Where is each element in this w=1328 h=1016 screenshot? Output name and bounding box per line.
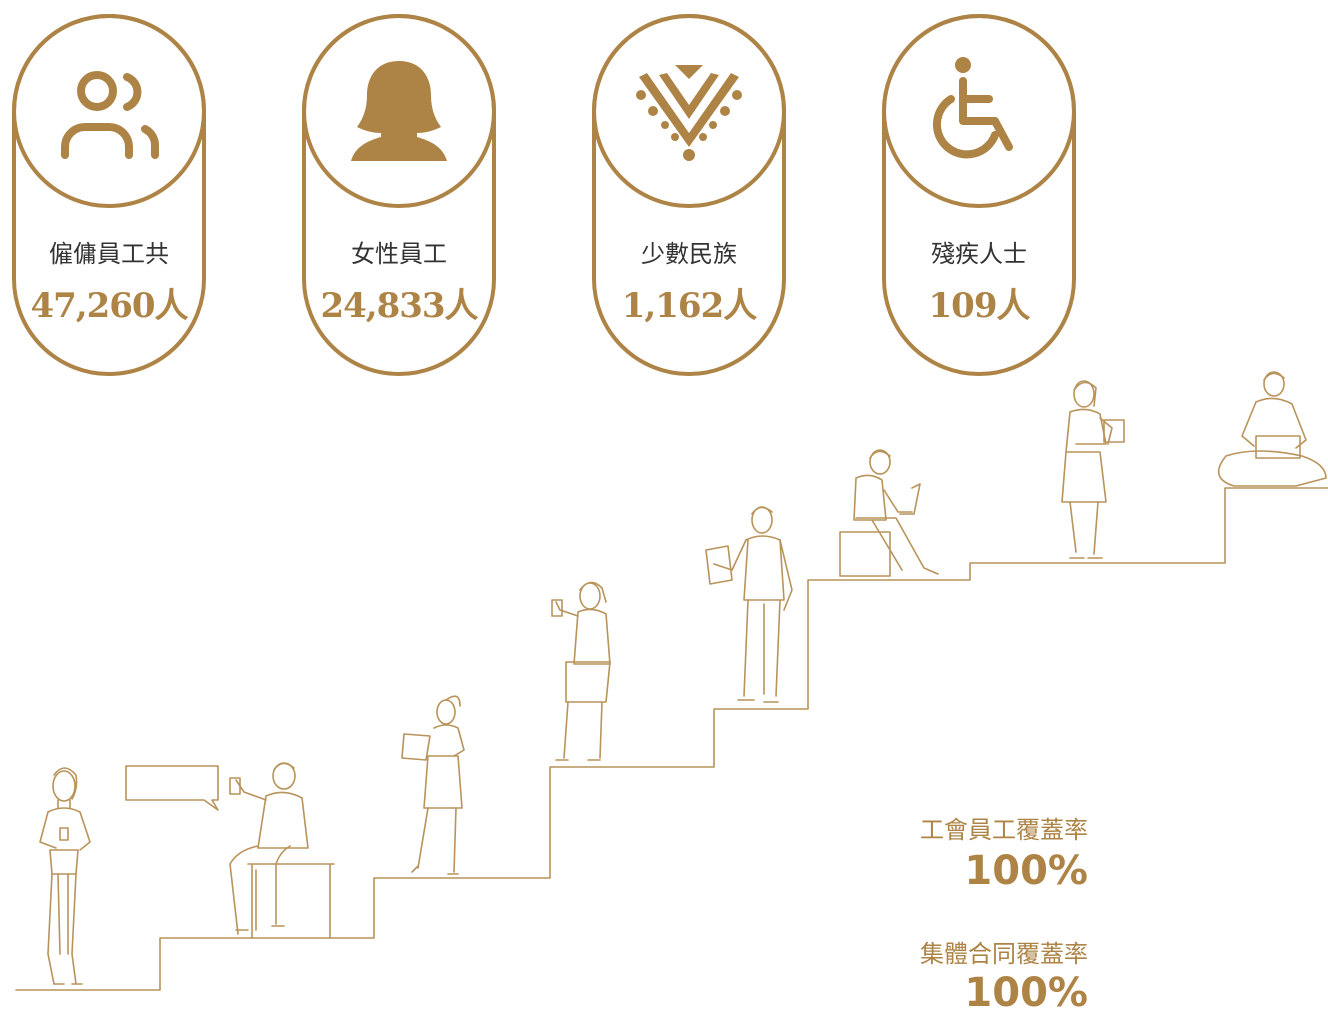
- stat-card-employees: 僱傭員工共 47,260人: [12, 14, 206, 376]
- stat-icon-circle: [882, 14, 1076, 208]
- stat-icon-circle: [302, 14, 496, 208]
- wheelchair-icon: [932, 57, 1013, 159]
- person-holding-phone: [551, 581, 611, 761]
- stat-label: 僱傭員工共: [49, 240, 169, 268]
- person-cross-legged-laptop: [1217, 371, 1327, 487]
- union-coverage-label: 工會員工覆蓋率: [920, 816, 1088, 844]
- stat-value: 24,833人: [320, 286, 478, 326]
- collective-contract-value: 100%: [964, 970, 1088, 1016]
- speech-bubble: [125, 765, 219, 811]
- union-coverage-value: 100%: [964, 848, 1088, 894]
- stat-card-women: 女性員工 24,833人: [302, 14, 496, 376]
- person-sitting-box-laptop: [839, 449, 939, 577]
- woman-icon: [351, 61, 447, 161]
- person-with-tablet: [705, 506, 793, 703]
- stat-label: 殘疾人士: [931, 240, 1027, 268]
- stat-card-ethnic: 少數民族 1,162人: [592, 14, 786, 376]
- stat-value: 1,162人: [621, 286, 757, 326]
- stat-label: 少數民族: [641, 240, 737, 268]
- stat-card-disabled: 殘疾人士 109人: [882, 14, 1076, 376]
- people-icon: [61, 71, 159, 159]
- person-with-laptop-standing: [401, 695, 465, 875]
- person-sitting-stool: [229, 762, 335, 939]
- stat-value: 109人: [928, 286, 1031, 326]
- stat-value: 47,260人: [30, 286, 188, 326]
- stat-label: 女性員工: [351, 240, 447, 268]
- stat-icon-circle: [12, 14, 206, 208]
- collective-contract-label: 集體合同覆蓋率: [920, 940, 1088, 968]
- ethnic-pattern-icon: [636, 65, 742, 161]
- person-holding-cup: [1061, 380, 1125, 559]
- staircase-line: [15, 487, 1328, 991]
- staircase-illustration: [15, 371, 1328, 991]
- person-standing-phone: [39, 767, 91, 985]
- stat-icon-circle: [592, 14, 786, 208]
